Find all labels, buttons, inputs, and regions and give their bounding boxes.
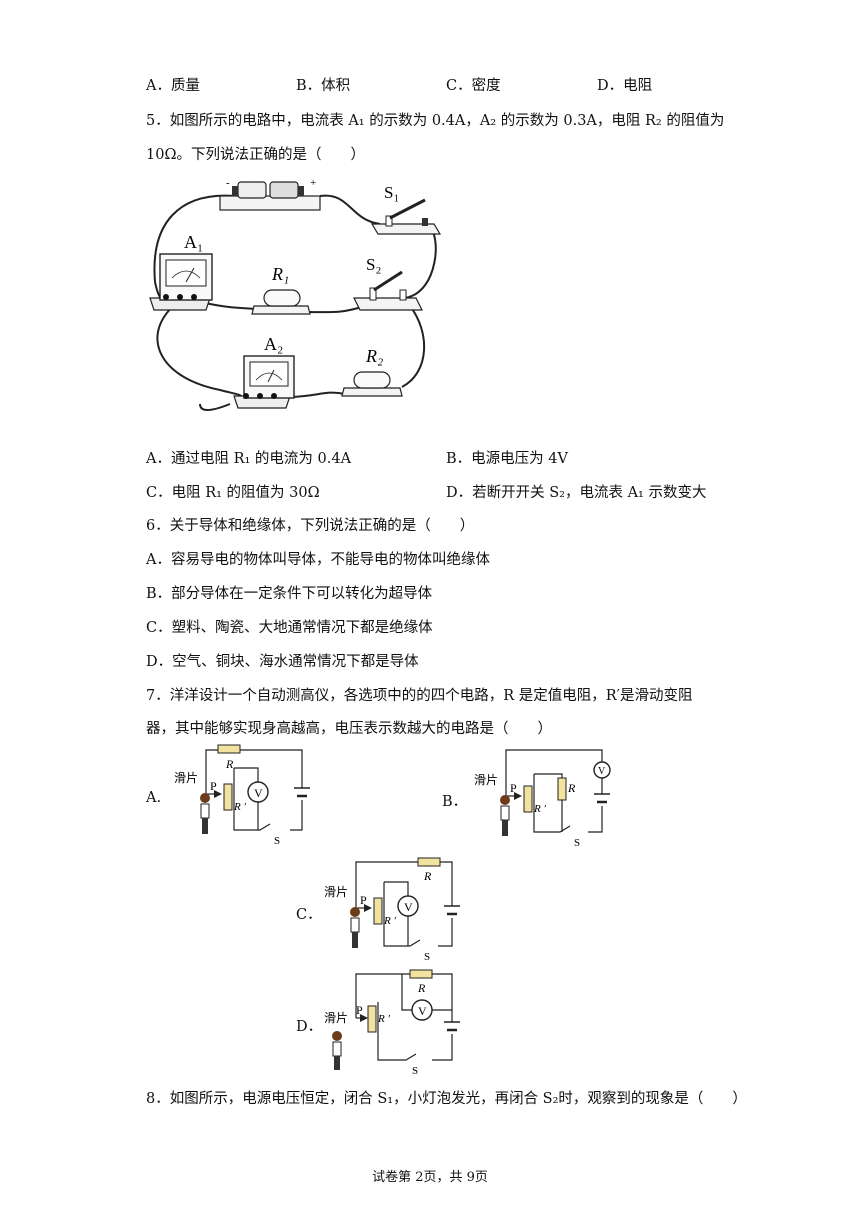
q6-option-a: A．容易导电的物体叫导体，不能导电的物体叫绝缘体 [146, 552, 490, 568]
svg-text:S: S [424, 951, 430, 963]
q5-option-b: B．电源电压为 4V [446, 451, 568, 467]
q5-option-c: C．电阻 R₁ 的阻值为 30Ω [146, 485, 320, 501]
svg-text:S₂: S₂ [366, 255, 381, 274]
svg-text:P: P [360, 893, 367, 907]
q5-stem-line1: 5．如图所示的电路中，电流表 A₁ 的示数为 0.4A，A₂ 的示数为 0.3A… [146, 113, 725, 129]
person-icon [350, 907, 360, 917]
q7-circuit-d: V 滑片 P R R ′ S [324, 969, 460, 1076]
q5-circuit-figure: - + S₁ S₂ A₁ R₁ [149, 177, 442, 411]
svg-text:V: V [418, 1004, 427, 1018]
switch-s1-icon [370, 198, 442, 235]
svg-text:R: R [423, 869, 432, 883]
page-footer: 试卷第 2页，共 9页 [372, 1170, 488, 1185]
svg-text:R₁: R₁ [271, 264, 289, 284]
q7-stem-line2: 器，其中能够实现身高越高，电压表示数越大的电路是（ ） [146, 721, 552, 737]
svg-text:R ′: R ′ [377, 1013, 390, 1025]
q7-option-a-letter: A. [146, 790, 162, 806]
q7-stem-line1: 7．洋洋设计一个自动测高仪，各选项中的的四个电路，R 是定值电阻，R′是滑动变阻 [146, 688, 693, 704]
svg-text:S: S [574, 837, 580, 849]
person-icon [200, 793, 210, 803]
svg-text:A₂: A₂ [264, 334, 283, 354]
svg-text:A₁: A₁ [184, 232, 203, 252]
svg-text:S₁: S₁ [384, 183, 399, 202]
resistor-r2-icon [341, 371, 403, 397]
q6-option-c: C．塑料、陶瓷、大地通常情况下都是绝缘体 [146, 620, 433, 636]
q4-option-a: A．质量 [146, 78, 200, 94]
resistor-r1-icon [251, 289, 311, 315]
person-icon [500, 795, 510, 805]
svg-text:P: P [210, 779, 217, 793]
q4-option-c: C．密度 [446, 78, 501, 94]
svg-text:P: P [356, 1003, 363, 1017]
q7-option-c-letter: C． [296, 907, 322, 923]
q6-option-d: D．空气、铜块、海水通常情况下都是导体 [146, 654, 419, 670]
ammeter-a1-icon [149, 253, 213, 311]
svg-text:R ′: R ′ [533, 803, 546, 815]
person-icon [332, 1031, 342, 1041]
q5-stem-line2: 10Ω。下列说法正确的是（ ） [146, 147, 365, 163]
svg-text:R: R [417, 981, 426, 995]
svg-text:V: V [404, 900, 413, 914]
svg-text:V: V [254, 786, 263, 800]
q8-stem: 8．如图所示，电源电压恒定，闭合 S₁，小灯泡发光，再闭合 S₂时，观察到的现象… [146, 1091, 747, 1107]
q7-circuit-a: V 滑片 P R R ′ S [174, 744, 310, 847]
svg-text:+: + [310, 177, 316, 189]
q4-option-b: B．体积 [296, 78, 351, 94]
svg-text:滑片: 滑片 [324, 885, 348, 899]
svg-text:滑片: 滑片 [324, 1011, 348, 1025]
svg-text:R ′: R ′ [383, 915, 396, 927]
switch-s2-icon [353, 270, 423, 311]
svg-text:P: P [510, 781, 517, 795]
q6-stem: 6．关于导体和绝缘体，下列说法正确的是（ ） [146, 518, 475, 534]
svg-text:S: S [274, 835, 280, 847]
svg-text:R: R [225, 757, 234, 771]
svg-text:滑片: 滑片 [174, 771, 198, 785]
svg-text:S: S [412, 1065, 418, 1076]
q5-option-a: A．通过电阻 R₁ 的电流为 0.4A [146, 451, 352, 467]
svg-text:V: V [598, 766, 606, 777]
ammeter-a2-icon [233, 355, 295, 409]
svg-text:R: R [567, 781, 576, 795]
svg-text:滑片: 滑片 [474, 773, 498, 787]
svg-text:R ′: R ′ [233, 801, 246, 813]
svg-text:R₂: R₂ [365, 346, 383, 366]
q4-option-d: D．电阻 [597, 78, 653, 94]
q7-circuit-b: V 滑片 P R R ′ S [474, 749, 611, 849]
q7-option-b-letter: B． [442, 794, 468, 810]
svg-text:-: - [226, 177, 230, 189]
q7-circuit-c: V 滑片 P R R ′ S [324, 857, 460, 963]
q7-option-d-letter: D． [296, 1019, 323, 1035]
q6-option-b: B．部分导体在一定条件下可以转化为超导体 [146, 586, 433, 602]
battery-icon [219, 181, 321, 211]
q5-option-d: D．若断开开关 S₂，电流表 A₁ 示数变大 [446, 485, 707, 501]
